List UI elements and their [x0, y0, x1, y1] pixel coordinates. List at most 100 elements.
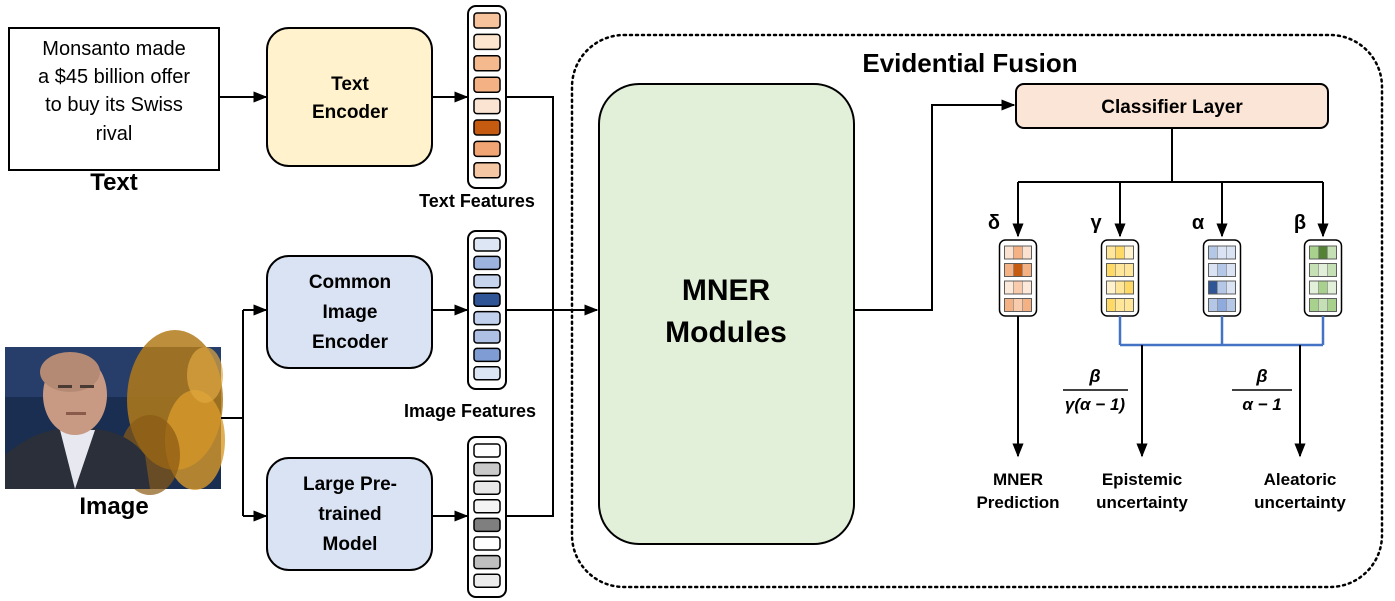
input-text-line: to buy its Swiss: [45, 94, 183, 116]
model-feature-cell: [473, 573, 501, 588]
text-encoder-label: Text: [331, 74, 369, 95]
alpha-matrix-cell: [1226, 298, 1236, 312]
gamma-matrix-cell: [1124, 280, 1134, 295]
gamma-param-label: γ: [1090, 212, 1102, 234]
text-feature-cell: [473, 55, 501, 72]
delta-matrix-cell: [1013, 263, 1023, 277]
delta-matrix-cell: [1013, 298, 1023, 312]
text-feature-cell: [473, 76, 501, 93]
model-feature-cell: [473, 554, 501, 570]
input-text-caption: Text: [90, 169, 138, 196]
delta-matrix-cell: [1022, 245, 1032, 260]
model-feature-cell: [473, 443, 501, 458]
gamma-matrix: [1100, 239, 1140, 317]
gamma-matrix-cell: [1115, 280, 1125, 295]
text-feature-cell: [473, 119, 501, 136]
beta-matrix-row: [1309, 263, 1337, 277]
input-text-line: Monsanto made: [42, 38, 185, 60]
mner-prediction-label: Prediction: [976, 493, 1059, 512]
mner-modules-label: Modules: [665, 316, 787, 349]
common-image-encoder-box: [266, 255, 433, 369]
alpha-matrix-cell: [1217, 245, 1227, 260]
input-image-photo: [5, 330, 225, 495]
gamma-matrix-cell: [1106, 280, 1116, 295]
gamma-matrix-cell: [1115, 263, 1125, 277]
text-feature-cell: [473, 140, 501, 158]
delta-param-label: δ: [988, 212, 1000, 234]
gamma-matrix-row: [1106, 263, 1134, 277]
image-feature-cell: [473, 347, 501, 363]
delta-matrix-row: [1004, 298, 1032, 312]
gamma-matrix-cell: [1124, 298, 1134, 312]
evidential-fusion-region: [570, 33, 1384, 589]
delta-matrix-cell: [1004, 245, 1014, 260]
delta-matrix-cell: [1013, 280, 1023, 295]
alpha-matrix-row: [1208, 298, 1236, 312]
image-feature-cell: [473, 237, 501, 252]
beta-matrix: [1303, 239, 1343, 317]
epistemic-formula-denominator: γ(α − 1): [1065, 395, 1125, 414]
epistemic-formula: β γ(α − 1): [1063, 366, 1128, 414]
image-features-label: Image Features: [404, 401, 536, 421]
alpha-matrix: [1202, 239, 1242, 317]
evidential-fusion-title: Evidential Fusion: [862, 48, 1077, 78]
delta-matrix-row: [1004, 280, 1032, 295]
arrow-mner-to-classifier: [854, 99, 1016, 311]
mner-modules-label: MNER: [682, 274, 771, 307]
gamma-matrix-cell: [1124, 245, 1134, 260]
delta-matrix-row: [1004, 263, 1032, 277]
text-encoder-label: Encoder: [312, 102, 389, 123]
image-features-cells: [473, 237, 501, 381]
text-features-connector: [506, 96, 554, 310]
alpha-matrix-cell: [1226, 280, 1236, 295]
beta-matrix-cell: [1327, 280, 1337, 295]
delta-matrix-cell: [1022, 263, 1032, 277]
gamma-matrix-cell: [1124, 263, 1134, 277]
alpha-matrix-cell: [1217, 263, 1227, 277]
aleatoric-formula-denominator: α − 1: [1242, 395, 1281, 414]
model-feature-cell: [473, 461, 501, 477]
gamma-matrix-cell: [1106, 298, 1116, 312]
image-feature-cell: [473, 274, 501, 289]
beta-matrix-row: [1309, 245, 1337, 260]
image-feature-cell: [473, 292, 501, 307]
alpha-matrix-cell: [1226, 245, 1236, 260]
beta-matrix-row: [1309, 280, 1337, 295]
gamma-matrix-cell: [1106, 245, 1116, 260]
large-pretrained-model-label: Model: [323, 534, 378, 555]
delta-matrix-row: [1004, 245, 1032, 260]
beta-param-label: β: [1294, 212, 1306, 234]
gamma-matrix-cell: [1115, 245, 1125, 260]
alpha-matrix-cell: [1208, 245, 1218, 260]
epistemic-uncertainty-label: Epistemic: [1102, 470, 1182, 489]
large-pretrained-model-label: Large Pre-: [303, 474, 397, 495]
gamma-matrix-cell: [1106, 263, 1116, 277]
delta-matrix-cell: [1013, 245, 1023, 260]
model-features-cells: [473, 443, 501, 588]
common-image-encoder-label: Common: [309, 272, 391, 293]
mner-modules-box: [598, 83, 855, 545]
text-features-vector: [467, 5, 507, 189]
input-text-line: rival: [96, 123, 133, 145]
text-features-cells: [473, 12, 501, 179]
alpha-param-label: α: [1192, 212, 1205, 234]
input-text-box: [8, 27, 220, 171]
classifier-layer-label: Classifier Layer: [1101, 97, 1243, 118]
model-feature-cell: [473, 499, 501, 514]
epistemic-formula-numerator: β: [1088, 366, 1100, 386]
input-text-line: a $45 billion offer: [38, 66, 190, 88]
beta-matrix-cell: [1309, 263, 1319, 277]
text-feature-cell: [473, 33, 501, 51]
text-features-label: Text Features: [419, 191, 535, 211]
alpha-matrix-cell: [1208, 280, 1218, 295]
alpha-matrix-cell: [1226, 263, 1236, 277]
delta-matrix-cell: [1022, 298, 1032, 312]
aleatoric-uncertainty-label: Aleatoric: [1264, 470, 1337, 489]
alpha-matrix-cell: [1208, 263, 1218, 277]
text-encoder-box: [266, 27, 433, 167]
alpha-matrix-row: [1208, 245, 1236, 260]
image-feature-cell: [473, 329, 501, 344]
alpha-matrix-cell: [1217, 280, 1227, 295]
beta-matrix-row: [1309, 298, 1337, 312]
